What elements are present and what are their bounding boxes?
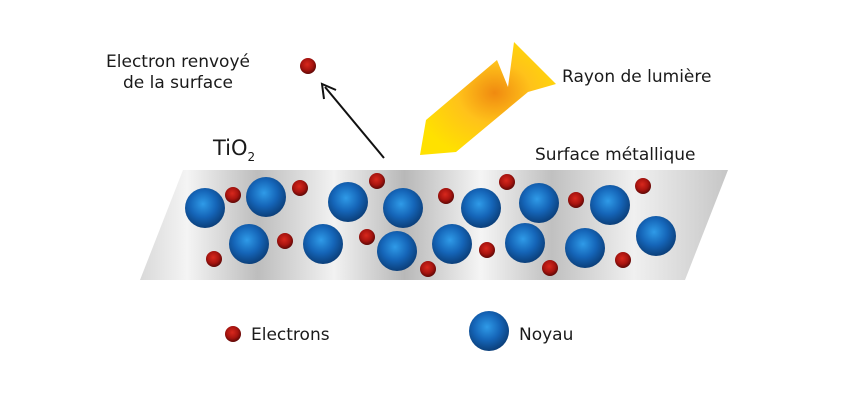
electron: [277, 233, 293, 249]
legend-nucleus-label: Noyau: [519, 325, 573, 345]
electron: [615, 252, 631, 268]
electrons-group: [206, 173, 651, 277]
electron: [499, 174, 515, 190]
electron: [369, 173, 385, 189]
nucleus: [229, 224, 269, 264]
tio2-label-subscript: 2: [248, 150, 256, 164]
legend-electrons-label: Electrons: [251, 325, 330, 345]
electron: [438, 188, 454, 204]
electron: [359, 229, 375, 245]
nucleus: [185, 188, 225, 228]
nucleus: [246, 177, 286, 217]
ejected-electron-label-line1: Electron renvoyé: [106, 52, 250, 72]
nucleus: [461, 188, 501, 228]
electron: [420, 261, 436, 277]
electron: [479, 242, 495, 258]
metal-surface-label: Surface métallique: [535, 145, 695, 165]
electron: [292, 180, 308, 196]
ejected-electron-label-line2: de la surface: [123, 73, 233, 93]
legend-nucleus-swatch: [469, 311, 509, 351]
nucleus: [303, 224, 343, 264]
light-ray-label: Rayon de lumière: [562, 67, 711, 87]
ejected-electron: [300, 58, 316, 74]
electron: [568, 192, 584, 208]
nucleus: [590, 185, 630, 225]
nucleus: [328, 182, 368, 222]
legend-electron-swatch: [225, 326, 241, 342]
nucleus: [565, 228, 605, 268]
tio2-label: TiO2: [212, 136, 255, 164]
legend: Electrons Noyau: [225, 311, 573, 351]
electron: [542, 260, 558, 276]
electron: [225, 187, 241, 203]
nucleus: [383, 188, 423, 228]
nucleus: [505, 223, 545, 263]
light-ray-arrow: [420, 42, 556, 155]
nuclei-group: [185, 177, 676, 271]
ejection-arrow: [320, 82, 385, 159]
nucleus: [432, 224, 472, 264]
tio2-label-base: TiO: [212, 136, 248, 160]
nucleus: [636, 216, 676, 256]
nucleus: [377, 231, 417, 271]
electron: [635, 178, 651, 194]
electron: [206, 251, 222, 267]
nucleus: [519, 183, 559, 223]
